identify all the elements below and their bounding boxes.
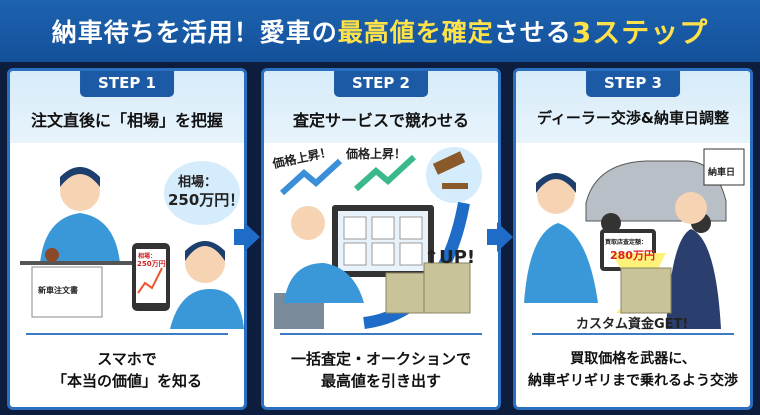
- caption-line: スマホで: [97, 350, 157, 368]
- negotiation-illustration: [524, 148, 745, 329]
- title-part: させる: [493, 18, 572, 47]
- page-title: 納車待ちを活用！愛車の 最高値を確定 させる 3ステップ: [0, 0, 760, 62]
- up-label: ↑UP!: [424, 247, 476, 268]
- step-caption: 買取価格を武器に、納車ギリギリまで乗れるよう交渉: [516, 348, 750, 392]
- step-2-panel: STEP 2 査定サービスで競わせる 価格上昇！ 価格上昇！ ↑UP! 一括査定…: [261, 68, 501, 410]
- bubble-text: 相場：: [178, 175, 218, 190]
- step-1-illustration: 相場： 250万円！ 新車注文書 相場： 250万円: [10, 143, 244, 329]
- arrow-right-icon: [487, 222, 513, 252]
- divider: [280, 333, 482, 335]
- step-tab: STEP 2: [334, 71, 428, 97]
- caption-line: 一括査定・オークションで: [290, 350, 471, 368]
- step-title: 査定サービスで競わせる: [292, 111, 469, 130]
- caption-line: 「本当の価値」を知る: [51, 372, 202, 390]
- caption-line: 買取価格を武器に、: [570, 351, 696, 367]
- order-document: 新車注文書: [38, 286, 78, 295]
- step-3-illustration: 納車日 買取店査定額： 280万円 カスタム資金GET!: [516, 143, 750, 332]
- title-highlight: 3ステップ: [571, 16, 709, 49]
- step-2-illustration: 価格上昇！ 価格上昇！ ↑UP!: [264, 143, 498, 329]
- divider: [532, 333, 734, 335]
- tablet-label: 買取店査定額：: [605, 239, 648, 246]
- step-3-panel: STEP 3 ディーラー交渉&納車日調整 納車日 買取店査定額： 280万円 カ…: [513, 68, 753, 410]
- fund-label: カスタム資金GET!: [576, 317, 689, 332]
- step-title: 注文直後に「相場」を把握: [30, 111, 223, 130]
- step-title: ディーラー交渉&納車日調整: [536, 109, 730, 127]
- title-highlight: 最高値を確定: [337, 18, 494, 47]
- step-tab: STEP 1: [80, 71, 174, 97]
- phone-label: 相場：: [138, 253, 157, 260]
- divider: [26, 333, 228, 335]
- step-tab: STEP 3: [586, 71, 680, 97]
- arrow-right-icon: [234, 222, 260, 252]
- phone-value: 250万円: [137, 260, 166, 268]
- step-1-panel: STEP 1 注文直後に「相場」を把握 相場： 250万円！ 新車注文書 相場：…: [7, 68, 247, 410]
- tablet-value: 280万円: [610, 249, 655, 262]
- caption-line: 納車ギリギリまで乗れるよう交渉: [528, 373, 738, 389]
- step-caption: スマホで「本当の価値」を知る: [10, 348, 244, 392]
- price-rise-label: 価格上昇！: [346, 147, 407, 161]
- step-caption: 一括査定・オークションで最高値を引き出す: [264, 348, 498, 392]
- bubble-value: 250万円！: [168, 191, 245, 209]
- calendar-icon: 納車日: [708, 168, 736, 178]
- title-part: 納車待ちを活用！愛車の: [51, 18, 338, 47]
- caption-line: 最高値を引き出す: [320, 372, 441, 390]
- auction-illustration: [274, 147, 482, 329]
- person-illustration: [20, 161, 244, 329]
